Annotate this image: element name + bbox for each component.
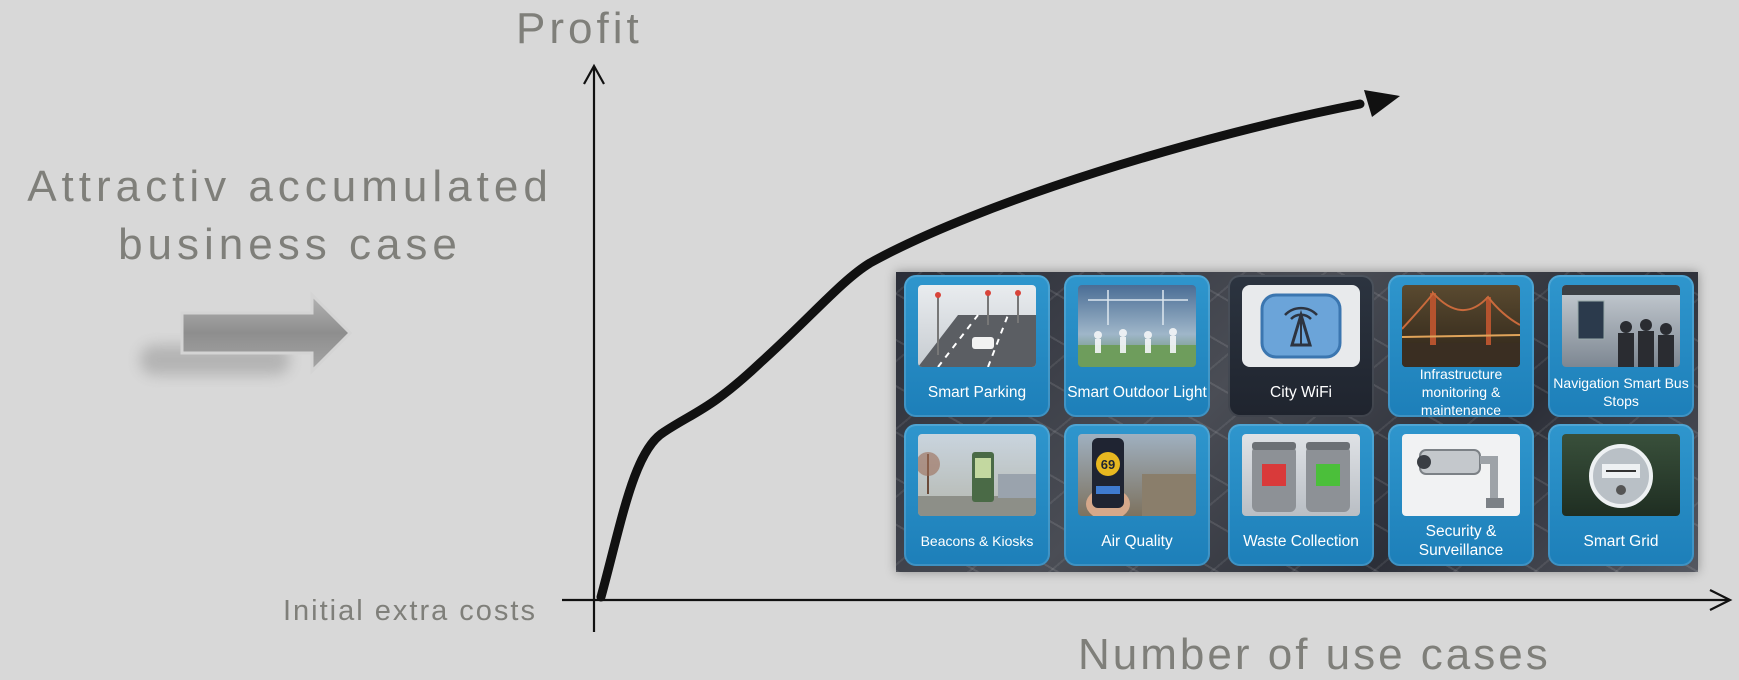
use-case-tile: Navigation Smart Bus Stops — [1548, 275, 1694, 417]
use-case-tile: City WiFi — [1228, 275, 1374, 417]
headline: Attractiv accumulated business case — [27, 162, 553, 269]
y-axis — [583, 63, 605, 632]
use-case-tile: 69 Air Quality — [1064, 424, 1210, 566]
use-case-label: Smart Outdoor Light — [1067, 383, 1207, 401]
profit-curve — [596, 99, 1365, 602]
origin-label: Initial extra costs — [283, 595, 537, 627]
use-case-tile: Beacons & Kiosks — [904, 424, 1050, 566]
bridge-icon — [1402, 285, 1520, 367]
use-case-label: Waste Collection — [1243, 532, 1359, 550]
power-meter-icon — [1562, 434, 1680, 516]
curve-arrowhead — [1364, 90, 1400, 117]
use-case-label: Smart Parking — [927, 383, 1027, 401]
air-sensor-icon: 69 — [1078, 434, 1196, 516]
right-arrow-icon — [140, 291, 353, 375]
waste-bins-icon — [1242, 434, 1360, 516]
wifi-tower-icon — [1242, 285, 1360, 367]
air-quality-reading: 69 — [1101, 457, 1115, 472]
use-case-tile: Smart Grid — [1548, 424, 1694, 566]
use-case-tile: Infrastructure monitoring & maintenance — [1388, 275, 1534, 418]
x-axis-label: Number of use cases — [1078, 630, 1551, 679]
use-case-label: Infrastructure monitoring & maintenance — [1419, 366, 1503, 418]
use-case-label: Air Quality — [1101, 532, 1173, 550]
parking-street-icon — [918, 285, 1036, 367]
camera-icon — [1402, 434, 1520, 516]
use-case-label: Navigation Smart Bus Stops — [1553, 375, 1689, 409]
use-case-label: City WiFi — [1270, 383, 1332, 401]
use-case-label: Security & Surveillance — [1418, 523, 1504, 559]
x-axis — [562, 589, 1733, 611]
bus-stop-icon — [1562, 285, 1680, 367]
use-case-label: Beacons & Kiosks — [920, 533, 1034, 549]
use-case-tile: Security & Surveillance — [1388, 424, 1534, 566]
use-case-tile: Smart Outdoor Light — [1064, 275, 1210, 417]
outdoor-light-icon — [1078, 285, 1196, 367]
use-case-label: Smart Grid — [1583, 532, 1659, 550]
use-case-tile: Waste Collection — [1228, 424, 1374, 566]
use-case-tile: Smart Parking — [904, 275, 1050, 417]
y-axis-label: Profit — [516, 4, 643, 53]
use-case-grid: Smart Parking Smart Outdoor Light — [896, 272, 1698, 572]
kiosk-icon — [918, 434, 1036, 516]
